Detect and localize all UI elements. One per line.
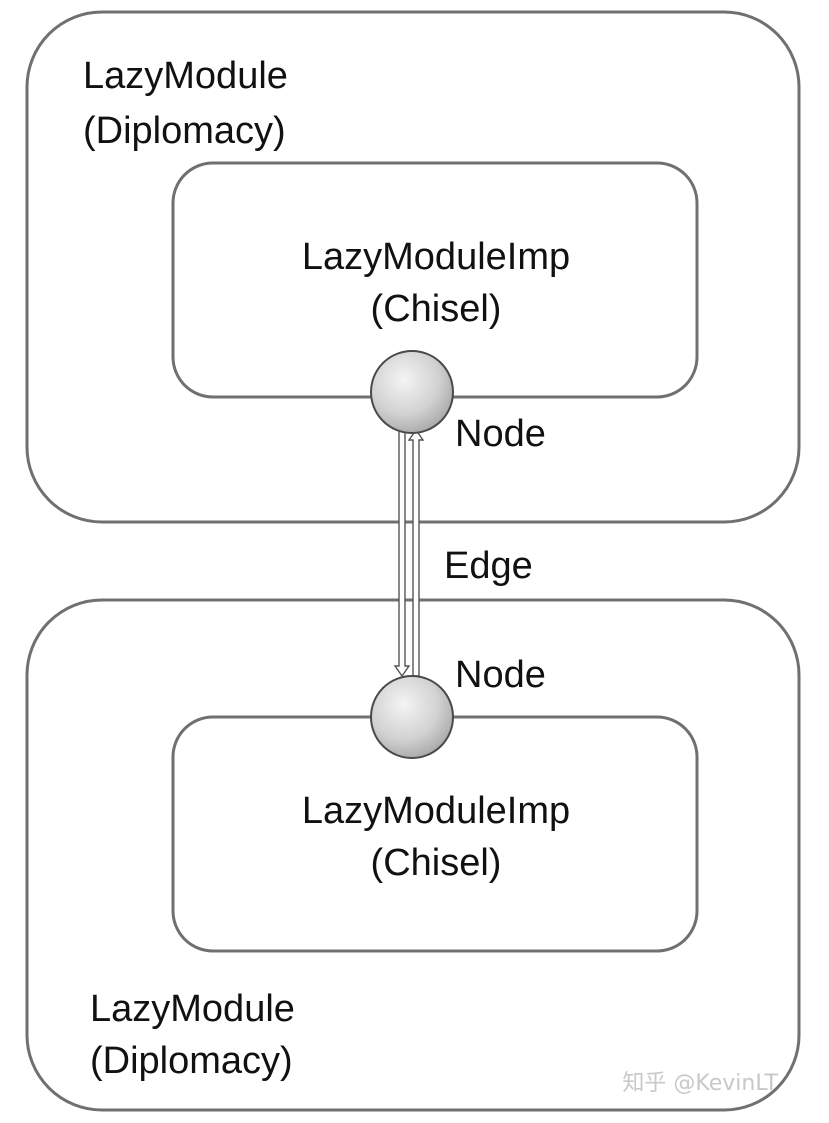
top-node-circle — [370, 350, 454, 434]
top-imp-title: LazyModuleImp — [302, 236, 570, 278]
bottom-imp-title: LazyModuleImp — [302, 790, 570, 832]
edge-arrow-up — [407, 428, 425, 677]
top-module-subtitle: (Diplomacy) — [83, 110, 286, 152]
edge-label: Edge — [444, 545, 533, 587]
watermark: 知乎 @KevinLT — [622, 1071, 778, 1096]
edge-arrows — [393, 428, 425, 678]
bottom-module-subtitle: (Diplomacy) — [90, 1040, 293, 1082]
top-node-label: Node — [455, 413, 546, 455]
bottom-node-circle — [370, 675, 454, 759]
edge-arrow-down — [393, 429, 411, 678]
top-module-title: LazyModule — [83, 55, 288, 97]
bottom-imp-subtitle: (Chisel) — [371, 842, 502, 884]
bottom-node-label: Node — [455, 654, 546, 696]
bottom-module-title: LazyModule — [90, 988, 295, 1030]
top-imp-subtitle: (Chisel) — [371, 288, 502, 330]
